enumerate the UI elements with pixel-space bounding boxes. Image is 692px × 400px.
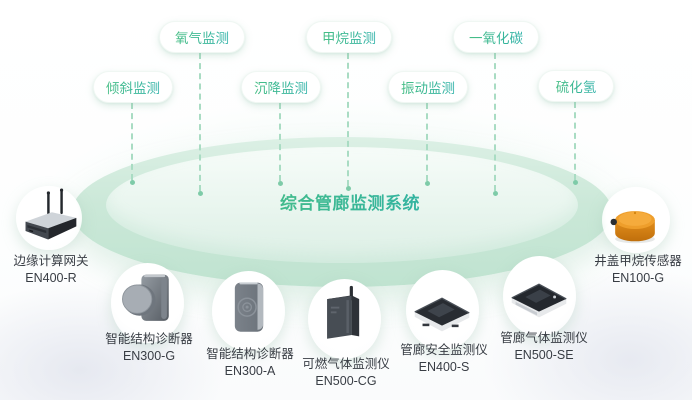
tag-carbon-monoxide: 一氧化碳	[453, 21, 539, 53]
device-model: EN400-S	[418, 360, 470, 374]
device-label-gallery-safety-monitor: 管廊安全监测仪 EN400-S	[369, 342, 519, 376]
tag-settlement-monitoring: 沉降监测	[241, 71, 321, 103]
device-model: EN300-G	[122, 349, 176, 363]
device-name: 管廊气体监测仪	[500, 331, 588, 345]
gallery-safety-monitor-image	[414, 297, 470, 332]
tag-label: 氧气监测	[175, 27, 229, 47]
system-title: 综合管廊监测系统	[230, 189, 470, 214]
device-label-structure-diagnoser-a: 智能结构诊断器 EN300-A	[175, 346, 325, 380]
tag-label: 倾斜监测	[106, 77, 160, 97]
tag-label: 甲烷监测	[322, 27, 376, 47]
device-label-gallery-gas-monitor: 管廊气体监测仪 EN500-SE	[469, 330, 619, 364]
device-name: 可燃气体监测仪	[302, 357, 390, 371]
device-name: 井盖甲烷传感器	[594, 254, 682, 268]
manhole-methane-sensor-image	[610, 211, 655, 244]
connector-hydrogen-sulfide	[572, 102, 578, 185]
tag-label: 一氧化碳	[469, 27, 523, 47]
connector-settlement	[277, 103, 283, 186]
tag-hydrogen-sulfide: 硫化氢	[538, 70, 614, 102]
device-name: 管廊安全监测仪	[400, 343, 488, 357]
device-label-structure-diagnoser-g: 智能结构诊断器 EN300-G	[74, 331, 224, 365]
structure-diagnoser-disc-image	[122, 274, 169, 321]
gallery-gas-monitor-image	[511, 283, 567, 318]
device-label-edge-gateway: 边缘计算网关 EN400-R	[0, 253, 126, 287]
connector-carbon-monoxide	[492, 53, 498, 196]
platform-ellipse-inner	[106, 147, 578, 263]
tag-label: 沉降监测	[254, 77, 308, 97]
device-model: EN400-R	[25, 271, 77, 285]
connector-tilt	[129, 103, 135, 185]
tag-methane-monitoring: 甲烷监测	[306, 21, 392, 53]
combustible-gas-detector-image	[327, 285, 360, 339]
tag-label: 振动监测	[401, 77, 455, 97]
connector-oxygen	[197, 53, 203, 196]
tag-tilt-monitoring: 倾斜监测	[93, 71, 173, 103]
connector-methane	[345, 53, 351, 191]
device-label-combustible-gas-detector: 可燃气体监测仪 EN500-CG	[271, 356, 421, 390]
connector-vibration	[424, 103, 430, 186]
structure-diagnoser-slab-image	[234, 282, 264, 332]
tag-label: 硫化氢	[556, 76, 597, 96]
tag-oxygen-monitoring: 氧气监测	[159, 21, 245, 53]
device-name: 智能结构诊断器	[206, 347, 294, 361]
edge-gateway-router-image	[25, 188, 77, 240]
device-label-manhole-methane-sensor: 井盖甲烷传感器 EN100-G	[563, 253, 692, 287]
device-model: EN300-A	[224, 364, 276, 378]
device-name: 边缘计算网关	[13, 254, 89, 268]
device-model: EN500-CG	[315, 374, 377, 388]
device-name: 智能结构诊断器	[105, 332, 193, 346]
device-model: EN500-SE	[514, 348, 574, 362]
tag-vibration-monitoring: 振动监测	[388, 71, 468, 103]
device-model: EN100-G	[611, 271, 665, 285]
